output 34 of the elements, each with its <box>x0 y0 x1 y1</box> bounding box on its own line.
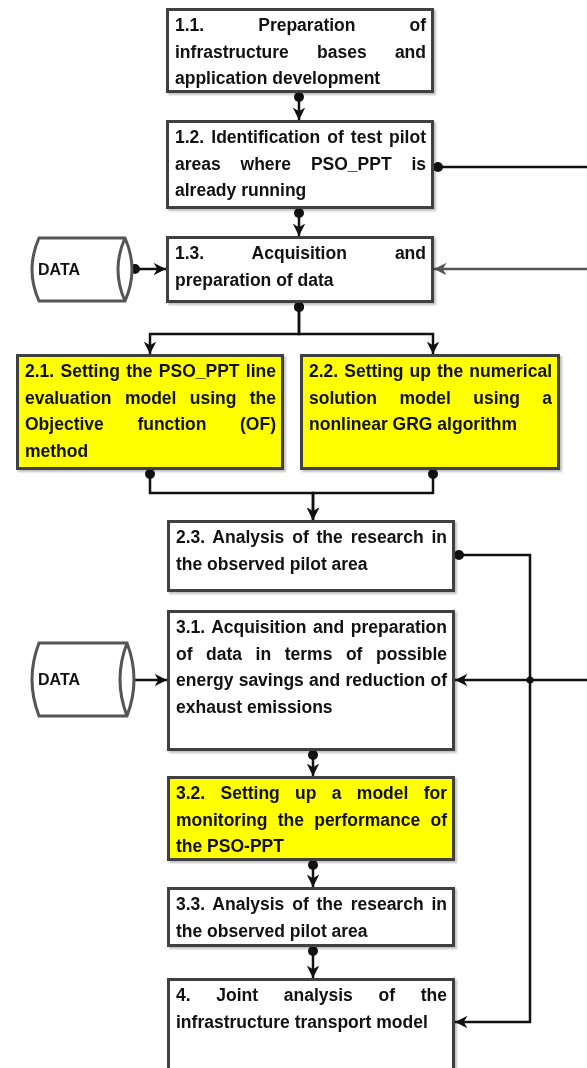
arrow <box>306 469 438 520</box>
process-box <box>300 354 560 470</box>
step-text: 3.1. Acquisition and preparation of data in terms of possible energy savings and reduction of exhaust emissions <box>176 616 447 719</box>
arrow <box>130 262 166 276</box>
cylinder-label: DATA <box>38 260 81 279</box>
process-box <box>167 776 455 861</box>
process-box <box>167 978 455 1068</box>
step-text: 1.3. Acquisition and preparation of data <box>175 242 426 292</box>
arrow <box>434 262 587 276</box>
step-text: 3.3. Analysis of the research in the observed pilot area <box>176 893 447 943</box>
step-text: 2.3. Analysis of the research in the observed pilot area <box>176 526 447 576</box>
step-text: 2.2. Setting up the numerical solution model using a nonlinear GRG algorithm <box>309 360 552 436</box>
process-box <box>166 8 434 93</box>
step-text: 1.2. Identification of test pilot areas where PSO_PPT is already running <box>175 126 426 202</box>
process-box <box>167 887 455 947</box>
arrow <box>292 92 306 120</box>
arrow <box>292 208 306 236</box>
process-box <box>166 236 434 303</box>
arrow <box>133 673 167 687</box>
step-text: 1.1. Preparation of infrastructure bases and application development <box>175 14 426 90</box>
arrow <box>306 946 320 978</box>
step-text: 4. Joint analysis of the infrastructure transport model <box>176 984 447 1034</box>
process-box <box>16 354 284 470</box>
cylinder-label: DATA <box>38 670 81 689</box>
arrow <box>455 673 587 687</box>
step-text: 2.1. Setting the PSO_PPT line evaluation model using the Objective function (OF) method <box>25 360 276 463</box>
arrow <box>306 860 320 887</box>
arrow <box>454 550 532 1029</box>
process-box <box>167 520 455 592</box>
arrow <box>306 750 320 776</box>
process-box <box>166 120 434 209</box>
step-text: 3.2. Setting up a model for monitoring the performance of the PSO-PPT <box>176 782 447 858</box>
arrow <box>294 302 440 354</box>
process-box <box>167 610 455 751</box>
